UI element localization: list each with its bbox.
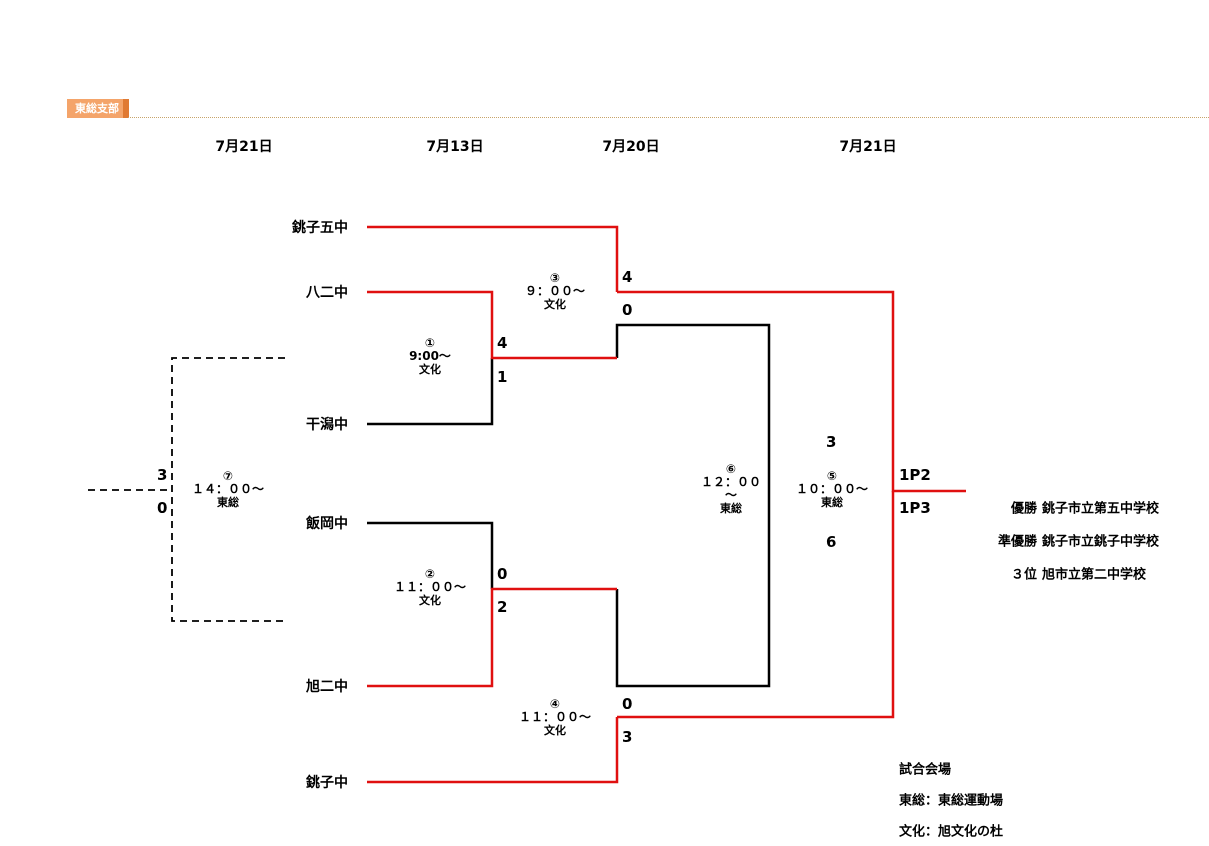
match-2-score-bottom: 2 [497,598,508,616]
result-champion-school: 銚子市立第五中学校 [1042,501,1160,517]
match-6-info: ⑥ １２：００ ～ 東総 [700,462,762,516]
result-runner-up-school: 銚子市立銚子中学校 [1042,534,1160,550]
match-5-info: ⑤ １０：００～ 東総 [795,469,869,510]
match-7-score-top: 3 [157,466,168,484]
match-1-number: ① [424,336,436,350]
venue-bunka: 文化：旭文化の杜 [899,824,1004,840]
result-runner-up-rank: 準優勝 [997,534,1037,550]
team-asahi-2: 旭二中 [306,679,348,695]
match-7-info: ⑦ １４：００～ 東総 [191,469,265,510]
match-7-number: ⑦ [222,469,234,483]
match-5-time: １０：００～ [795,482,869,496]
match-2-info: ② １１：００～ 文化 [393,567,467,608]
date-round-2: 7月20日 [602,139,660,155]
date-round-1: 7月13日 [426,139,484,155]
match-6-time-tilde: ～ [724,488,738,502]
match-5-number: ⑤ [826,469,838,483]
result-third-school: 旭市立第二中学校 [1042,567,1147,583]
match-1-score-top: 4 [497,334,508,352]
match-6-time: １２：００ [700,475,762,489]
match-3-number: ③ [549,271,561,285]
team-choshi-5: 銚子五中 [292,220,348,236]
venue-toso: 東総：東総運動場 [899,793,1004,809]
match-7-score-bottom: 0 [157,499,168,517]
match-5-venue: 東総 [820,496,843,509]
venue-heading: 試合会場 [899,762,952,778]
match-2-time: １１：００～ [393,580,467,594]
section-tag: 東総支部 [67,99,127,118]
match-1-info: ① 9:00～ 文化 [409,336,451,377]
match-6-number: ⑥ [725,462,737,476]
date-round-final: 7月21日 [839,139,897,155]
match-7-time: １４：００～ [191,482,265,496]
match-4-info: ④ １１：００～ 文化 [518,697,592,738]
match-2-venue: 文化 [418,594,441,607]
match-3-venue: 文化 [543,298,566,311]
match-5-pk-bottom: 1P3 [899,499,931,517]
team-iioka: 飯岡中 [306,516,348,532]
match-4-time: １１：００～ [518,710,592,724]
team-yatsu-2: 八二中 [306,285,348,301]
match-3-info: ③ ９：００～ 文化 [524,271,586,312]
match-5-score-bottom: 6 [826,533,837,551]
team-choshi: 銚子中 [306,775,348,791]
match-3-score-top: 4 [622,268,633,286]
match-3-time: ９：００～ [524,284,586,298]
match-5-score-top: 3 [826,433,837,451]
match-5-pk-top: 1P2 [899,466,931,484]
section-tag-shade [123,99,129,118]
match-1-time: 9:00～ [409,349,451,363]
match-4-score-top: 0 [622,695,633,713]
match-1-score-bottom: 1 [497,368,508,386]
bracket-lines-red [367,225,966,784]
match-4-score-bottom: 3 [622,728,633,746]
bracket-lines-black [367,323,771,688]
match-7-venue: 東総 [216,496,239,509]
header-rule [128,117,1209,118]
match-2-number: ② [424,567,436,581]
date-round-final-3rd: 7月21日 [215,139,273,155]
match-3-score-bottom: 0 [622,301,633,319]
result-champion-rank: 優勝 [1010,501,1037,517]
result-third-rank: ３位 [1010,567,1037,583]
match-4-number: ④ [549,697,561,711]
team-higata: 干潟中 [306,417,348,433]
match-6-venue: 東総 [719,502,742,515]
match-1-venue: 文化 [418,363,441,376]
match-4-venue: 文化 [543,724,566,737]
match-2-score-top: 0 [497,565,508,583]
bracket-lines-third-place [88,357,285,622]
